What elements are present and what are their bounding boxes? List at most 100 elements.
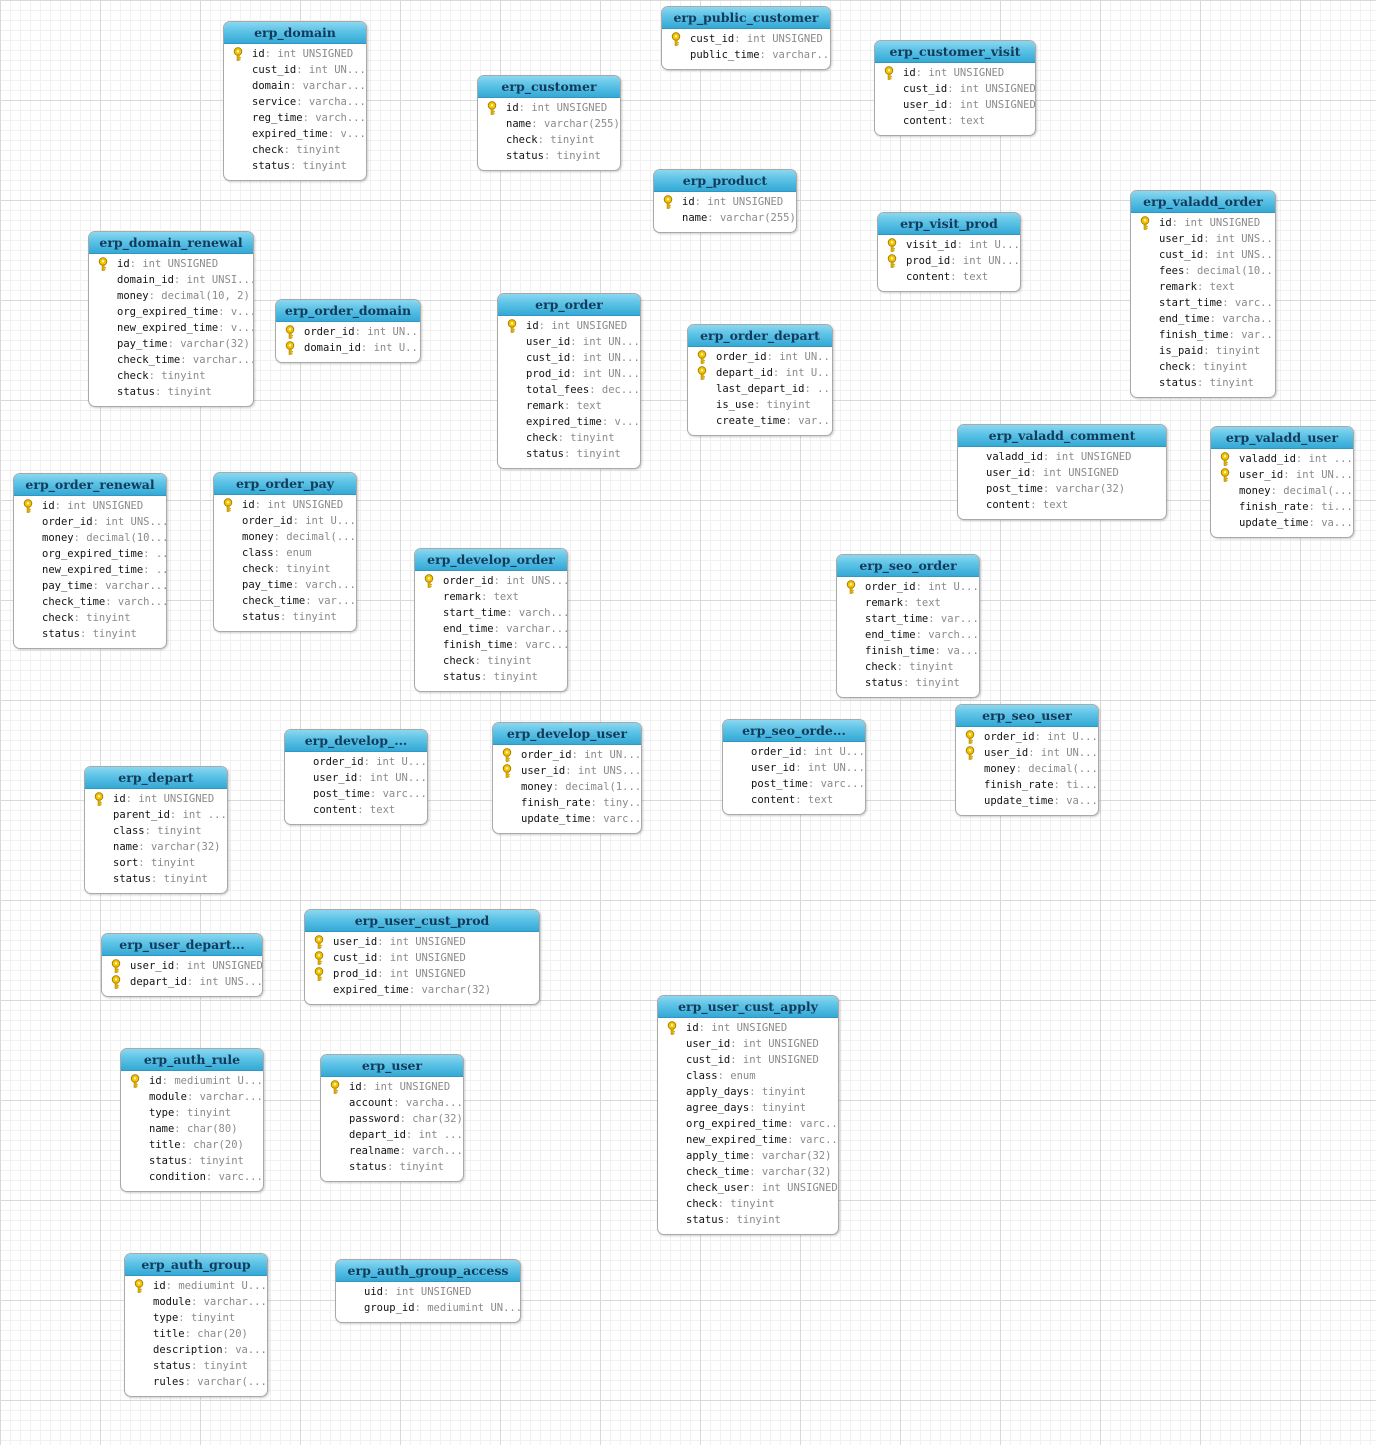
column-row[interactable]: valadd_id: int UNSIGNED [958,449,1166,465]
column-row[interactable]: content: text [875,113,1035,129]
column-row[interactable]: cust_id: int UN... [224,62,366,78]
column-row[interactable]: apply_time: varchar(32) [658,1148,838,1164]
column-row[interactable]: type: tinyint [121,1105,263,1121]
column-row[interactable]: prod_id: int UN... [498,366,640,382]
column-row[interactable]: depart_id: int ... [321,1127,463,1143]
column-row[interactable]: finish_rate: ti... [1211,499,1353,515]
column-row[interactable]: expired_time: v... [498,414,640,430]
column-row[interactable]: status: tinyint [121,1153,263,1169]
column-row[interactable]: fees: decimal(10... [1131,263,1275,279]
column-row[interactable]: pay_time: varch... [214,577,356,593]
column-row[interactable]: remark: text [498,398,640,414]
column-row[interactable]: check_time: varchar(32) [658,1164,838,1180]
column-row[interactable]: prod_id: int UNSIGNED [305,966,539,982]
column-row[interactable]: finish_time: va... [837,643,979,659]
column-row[interactable]: type: tinyint [125,1310,267,1326]
column-row[interactable]: domain_id: int U... [276,340,420,356]
column-row[interactable]: status: tinyint [85,871,227,887]
column-row[interactable]: end_time: varchar... [415,621,567,637]
column-row[interactable]: service: varcha... [224,94,366,110]
column-row[interactable]: agree_days: tinyint [658,1100,838,1116]
column-row[interactable]: money: decimal(10... [14,530,166,546]
column-row[interactable]: status: tinyint [478,148,620,164]
column-row[interactable]: status: tinyint [321,1159,463,1175]
column-row[interactable]: check: tinyint [89,368,253,384]
column-row[interactable]: user_id: int UN... [956,745,1098,761]
column-row[interactable]: finish_rate: ti... [956,777,1098,793]
column-row[interactable]: check_time: var... [214,593,356,609]
column-row[interactable]: id: int UNSIGNED [658,1020,838,1036]
column-row[interactable]: post_time: varc... [723,776,865,792]
column-row[interactable]: order_id: int UN... [276,324,420,340]
column-row[interactable]: order_id: int U... [723,744,865,760]
column-row[interactable]: id: int UNSIGNED [89,256,253,272]
column-row[interactable]: remark: text [415,589,567,605]
column-row[interactable]: status: tinyint [125,1358,267,1374]
column-row[interactable]: sort: tinyint [85,855,227,871]
column-row[interactable]: start_time: varch... [415,605,567,621]
column-row[interactable]: id: int UNSIGNED [875,65,1035,81]
column-row[interactable]: name: char(80) [121,1121,263,1137]
column-row[interactable]: user_id: int UNSIGNED [958,465,1166,481]
column-row[interactable]: apply_days: tinyint [658,1084,838,1100]
column-row[interactable]: id: int UNSIGNED [14,498,166,514]
column-row[interactable]: description: va... [125,1342,267,1358]
column-row[interactable]: cust_id: int UNSIGNED [658,1052,838,1068]
column-row[interactable]: id: int UNSIGNED [478,100,620,116]
column-row[interactable]: user_id: int UNS... [1131,231,1275,247]
column-row[interactable]: order_id: int UN... [493,747,641,763]
column-row[interactable]: visit_id: int U... [878,237,1020,253]
column-row[interactable]: condition: varc... [121,1169,263,1185]
column-row[interactable]: status: tinyint [14,626,166,642]
column-row[interactable]: user_id: int UNSIGNED [875,97,1035,113]
column-row[interactable]: cust_id: int UNS... [1131,247,1275,263]
column-row[interactable]: rules: varchar(... [125,1374,267,1390]
column-row[interactable]: money: decimal(... [1211,483,1353,499]
column-row[interactable]: class: enum [658,1068,838,1084]
column-row[interactable]: check_user: int UNSIGNED [658,1180,838,1196]
column-row[interactable]: update_time: varc... [493,811,641,827]
column-row[interactable]: finish_time: varc... [415,637,567,653]
column-row[interactable]: org_expired_time: v... [89,304,253,320]
column-row[interactable]: id: int UNSIGNED [1131,215,1275,231]
column-row[interactable]: prod_id: int UN... [878,253,1020,269]
column-row[interactable]: account: varcha... [321,1095,463,1111]
column-row[interactable]: content: text [723,792,865,808]
column-row[interactable]: order_id: int U... [285,754,427,770]
column-row[interactable]: order_id: int UN... [688,349,832,365]
column-row[interactable]: id: int UNSIGNED [85,791,227,807]
column-row[interactable]: update_time: va... [1211,515,1353,531]
column-row[interactable]: post_time: varchar(32) [958,481,1166,497]
column-row[interactable]: title: char(20) [125,1326,267,1342]
column-row[interactable]: status: tinyint [658,1212,838,1228]
column-row[interactable]: password: char(32) [321,1111,463,1127]
column-row[interactable]: check: tinyint [214,561,356,577]
column-row[interactable]: remark: text [1131,279,1275,295]
column-row[interactable]: cust_id: int UN... [498,350,640,366]
column-row[interactable]: id: int UNSIGNED [224,46,366,62]
column-row[interactable]: group_id: mediumint UN... [336,1300,520,1316]
column-row[interactable]: is_use: tinyint [688,397,832,413]
column-row[interactable]: valadd_id: int ... [1211,451,1353,467]
column-row[interactable]: pay_time: varchar(32) [89,336,253,352]
column-row[interactable]: order_id: int U... [956,729,1098,745]
column-row[interactable]: expired_time: varchar(32) [305,982,539,998]
column-row[interactable]: status: tinyint [837,675,979,691]
column-row[interactable]: name: varchar(32) [85,839,227,855]
column-row[interactable]: id: int UNSIGNED [654,194,796,210]
column-row[interactable]: cust_id: int UNSIGNED [875,81,1035,97]
